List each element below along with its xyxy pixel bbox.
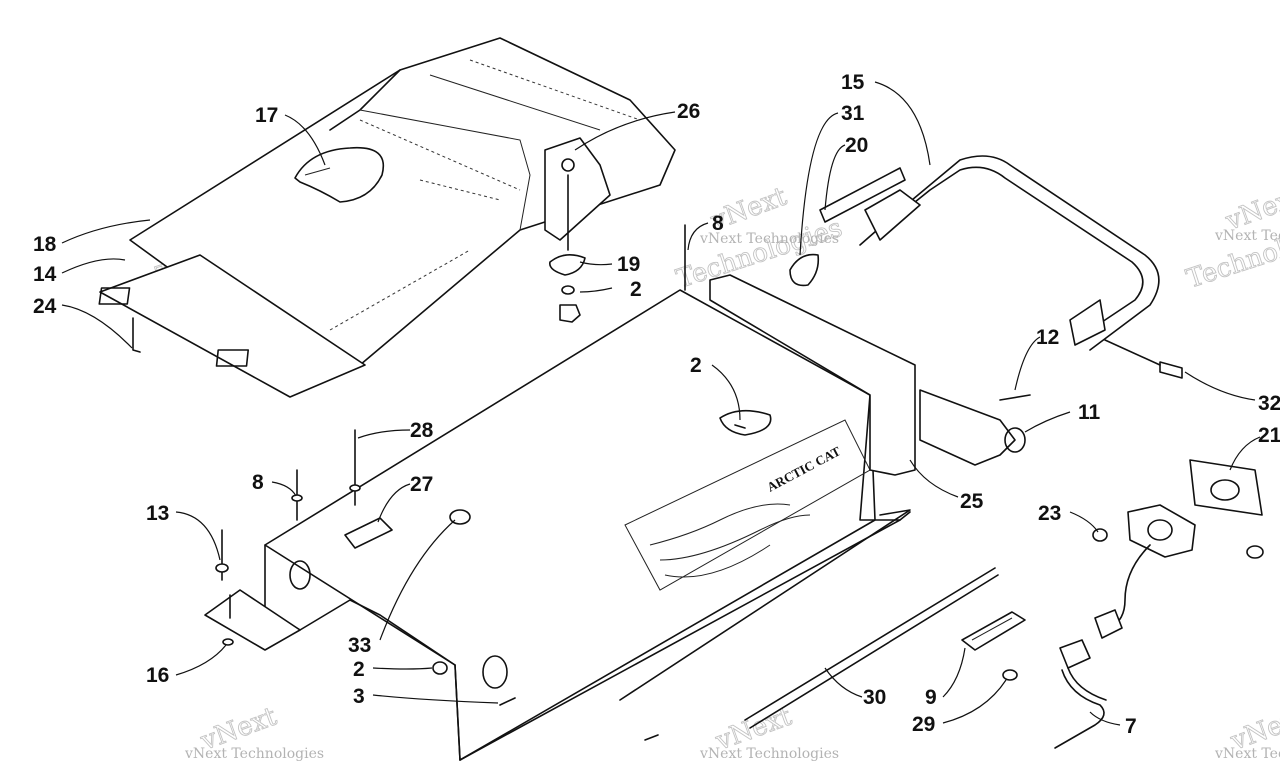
callout-11: 11 — [1078, 401, 1101, 424]
callout-30: 30 — [863, 686, 886, 709]
watermark-company: vNext Technologies — [1214, 228, 1280, 244]
callout-29: 29 — [912, 713, 935, 736]
callout-labels: 17 26 15 31 20 8 19 2 18 14 24 12 32 2 1… — [33, 71, 1280, 738]
callout-2: 2 — [630, 278, 642, 301]
storage-box: ARCTIC CAT — [204, 274, 1026, 761]
taillight-assembly — [744, 459, 1264, 749]
callout-9: 9 — [925, 686, 937, 709]
callout-3: 3 — [353, 685, 365, 708]
callout-18: 18 — [33, 233, 57, 256]
callout-19: 19 — [617, 253, 640, 276]
callout-28: 28 — [410, 419, 434, 442]
leader-lines — [61, 81, 1261, 726]
callout-26: 26 — [677, 100, 700, 123]
callout-8: 8 — [712, 212, 724, 235]
callout-2: 2 — [690, 354, 702, 377]
callout-12: 12 — [1036, 326, 1059, 349]
callout-25: 25 — [960, 490, 984, 513]
backrest-frame — [789, 155, 1183, 401]
callout-21: 21 — [1258, 424, 1280, 447]
callout-32: 32 — [1258, 392, 1280, 415]
callout-24: 24 — [33, 295, 57, 318]
seat-base — [98, 254, 366, 398]
fastener-stack — [549, 254, 586, 323]
watermark-company: vNext Technologies — [1214, 746, 1280, 762]
callout-7: 7 — [1125, 715, 1137, 738]
callout-33: 33 — [348, 634, 371, 657]
hardware — [215, 224, 686, 675]
callout-17: 17 — [255, 104, 278, 127]
callout-15: 15 — [841, 71, 865, 94]
callout-8: 8 — [252, 471, 264, 494]
callout-20: 20 — [845, 134, 868, 157]
callout-13: 13 — [146, 502, 169, 525]
callout-23: 23 — [1038, 502, 1061, 525]
callout-31: 31 — [841, 102, 865, 125]
callout-27: 27 — [410, 473, 433, 496]
watermark-company: vNext Technologies — [699, 231, 839, 247]
watermark-company: vNext Technologies — [699, 746, 839, 762]
watermark-company: vNext Technologies — [184, 746, 324, 762]
callout-2: 2 — [353, 658, 365, 681]
callout-16: 16 — [146, 664, 169, 687]
watermark-tech: Technologies — [673, 213, 846, 295]
callout-14: 14 — [33, 263, 57, 286]
